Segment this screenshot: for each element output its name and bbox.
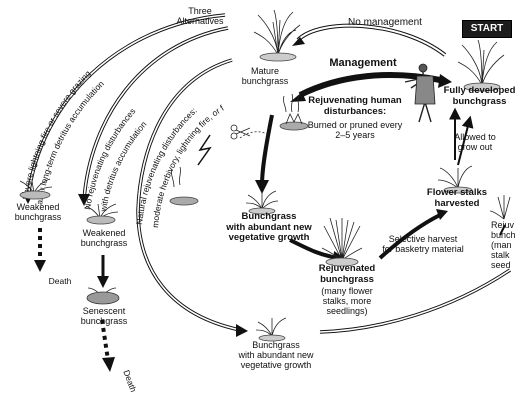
arc-label-severe: Severe lightning fire or severe grazing — [20, 68, 93, 200]
scissors-icon — [230, 124, 251, 140]
bottom-grass-icon — [255, 317, 287, 342]
rejuvenated-title: Rejuvenated bunchgrass — [318, 263, 376, 285]
weakened-grass-icon-2 — [85, 203, 119, 225]
weakened-grass-icon-1 — [19, 178, 53, 200]
bunchgrass-bottom-label: Bunchgrass with abundant new vegetative … — [238, 340, 314, 370]
rejuvenated-desc: (many flower stalks, more seedlings) — [321, 286, 373, 316]
death-label-1: Death — [48, 276, 72, 286]
senescent-grass-icon — [86, 287, 120, 305]
senescent-label: Senescent bunchgrass — [80, 306, 128, 326]
person-icon — [404, 63, 436, 123]
management-label: Management — [329, 57, 397, 69]
three-alternatives-label: Three Alternatives — [176, 6, 224, 26]
fully-developed-label: Fully developed bunchgrass — [443, 85, 515, 107]
lightning-icon — [197, 134, 212, 166]
right-cut-label: Rejuv bunch (man stalk seed — [491, 220, 515, 270]
start-label: START — [462, 20, 512, 38]
death-arrows — [38, 228, 110, 361]
no-management-label: No management — [348, 17, 422, 28]
burning-grass-icon — [279, 93, 309, 131]
right-grass-icon — [489, 195, 511, 220]
flower-stalks-label: Flower stalks harvested — [426, 187, 488, 209]
bunchgrass-new-growth-label: Bunchgrass with abundant new vegetative … — [226, 211, 312, 243]
weakened-label-2: Weakened bunchgrass — [80, 228, 128, 248]
fully-developed-grass-icon — [457, 39, 505, 92]
grass-illustrations — [19, 9, 511, 342]
weakened-label-1: Weakened bunchgrass — [14, 202, 62, 222]
mature-bunchgrass-label: Mature bunchgrass — [241, 66, 289, 86]
mature-grass-icon — [253, 9, 301, 62]
allowed-grow-label: Allowed to grow out — [454, 132, 496, 152]
rejuv-human-title: Rejuvenating human disturbances: — [308, 95, 402, 117]
rejuvenated-grass-icon — [321, 217, 363, 267]
new-growth-grass-icon — [245, 190, 279, 215]
rejuv-human-desc: Burned or pruned every 2–5 years — [307, 120, 403, 140]
smoke-grass-icon — [169, 166, 199, 206]
selective-harvest-label: Selective harvest for basketry material — [382, 234, 464, 254]
flower-stalks-grass-icon — [437, 165, 473, 194]
